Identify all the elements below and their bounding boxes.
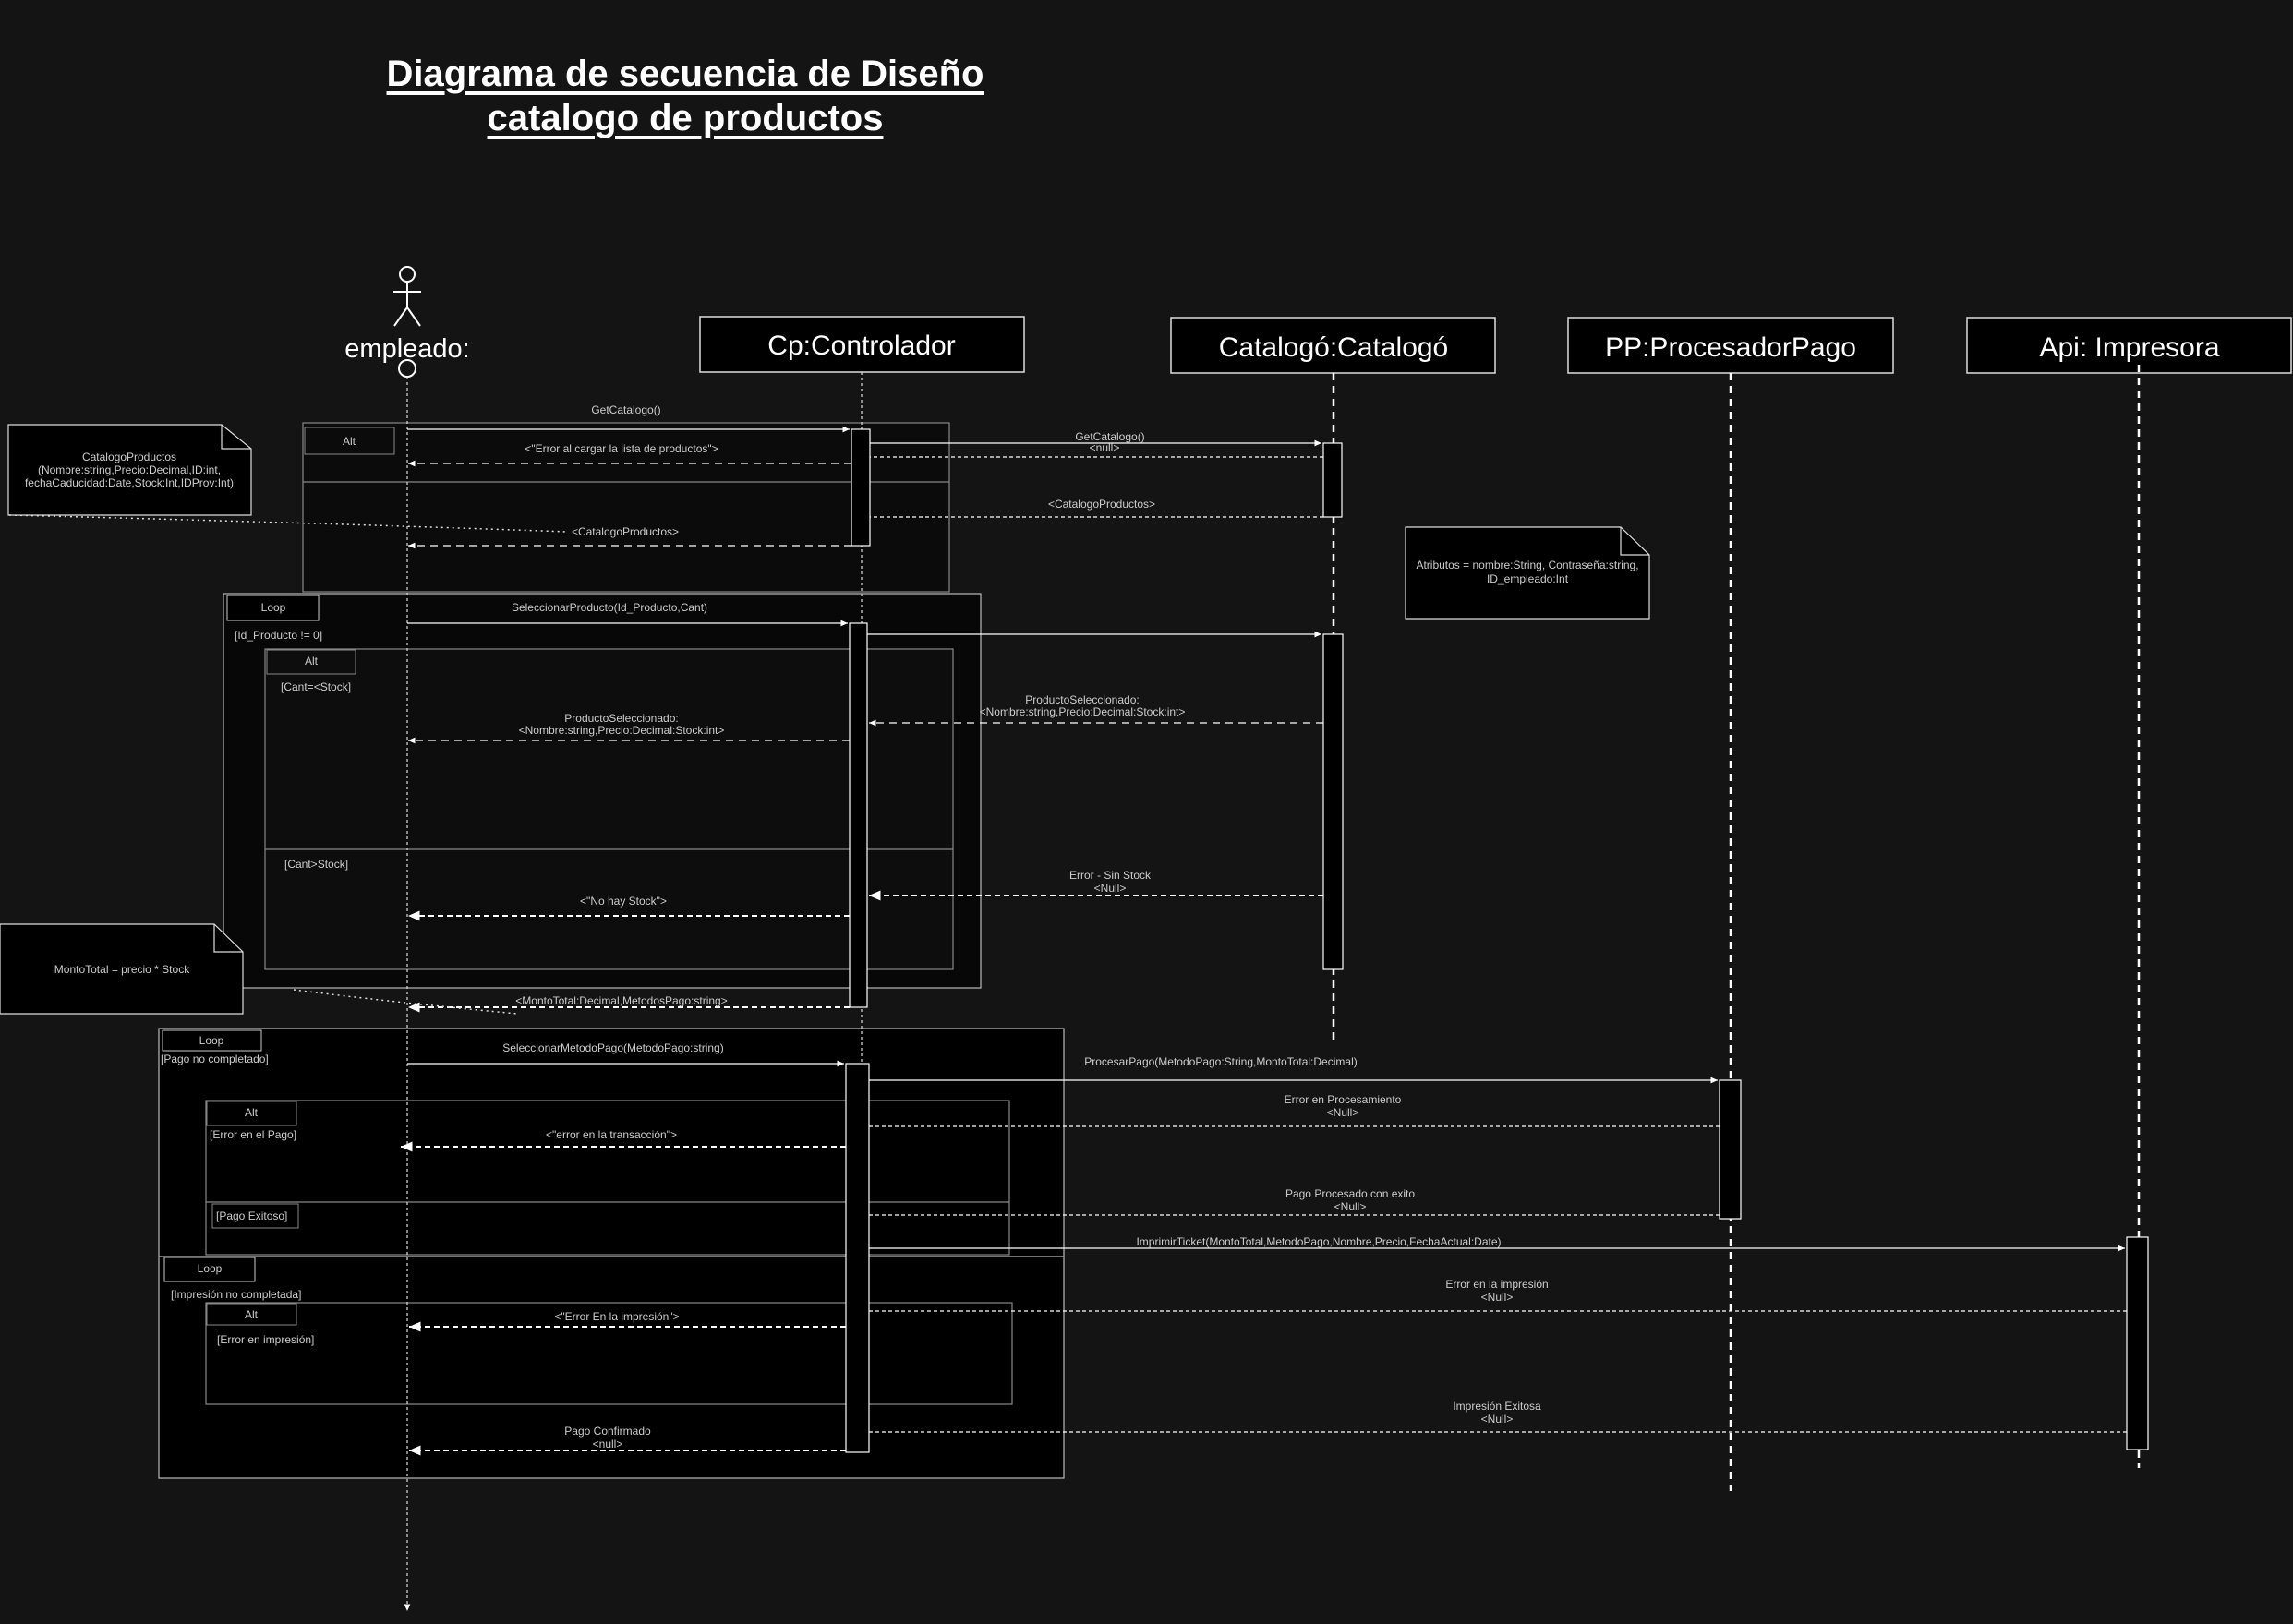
note-connector	[293, 989, 518, 1015]
message-label: ImprimirTicket(MontoTotal,MetodoPago,Nom…	[1136, 1235, 1501, 1248]
fragment-guard-alt-4: [Error en impresión]	[217, 1333, 314, 1346]
message-label: GetCatalogo()	[591, 403, 660, 416]
participant-controlador: Cp:Controlador	[699, 316, 1025, 373]
note-atributos: Atributos = nombre:String, Contraseña:st…	[1405, 526, 1650, 620]
participant-label-impresora: Api: Impresora	[2039, 332, 2219, 363]
activation-catalogo-2	[1322, 633, 1344, 970]
note-catalogo-productos: CatalogoProductos (Nombre:string,Precio:…	[7, 424, 252, 516]
note-text: fechaCaducidad:Date,Stock:Int,IDProv:Int…	[25, 476, 234, 489]
fragment-label-alt-1: Alt	[343, 435, 356, 448]
fragment-alt-pago	[205, 1100, 1010, 1256]
note-text: (Nombre:string,Precio:Decimal,ID:int,	[38, 463, 221, 476]
note-connector	[8, 514, 569, 533]
message-label: Impresión Exitosa<Null>	[1453, 1400, 1541, 1426]
fragment-label-alt-4: Alt	[245, 1308, 259, 1321]
fragment-label-loop-2: Loop	[199, 1034, 224, 1047]
message-label: ProductoSeleccionado:<Nombre:string,Prec…	[519, 712, 725, 737]
participant-catalogo: Catalogó:Catalogó	[1170, 317, 1496, 374]
note-text: ID_empleado:Int	[1487, 572, 1569, 585]
activation-controlador-2	[849, 622, 868, 1008]
fragment-guard-loop-3: [Impresión no completada]	[171, 1288, 301, 1301]
participant-procesador-pago: PP:ProcesadorPago	[1567, 317, 1894, 374]
fragment-label-alt-2: Alt	[305, 655, 319, 668]
participant-label-controlador: Cp:Controlador	[767, 331, 955, 361]
message-label: <"error en la transacción">	[546, 1128, 677, 1141]
participant-label-catalogo: Catalogó:Catalogó	[1219, 332, 1449, 363]
message-label: <"Error al cargar la lista de productos"…	[525, 442, 718, 455]
participant-label-procesador: PP:ProcesadorPago	[1605, 332, 1856, 363]
fragment-alt-impresion	[205, 1302, 1013, 1405]
fragment-guard-loop-2: [Pago no completado]	[161, 1053, 269, 1065]
message-label: <CatalogoProductos>	[1048, 498, 1155, 511]
activation-controlador-1	[851, 428, 871, 547]
note-text: MontoTotal = precio * Stock	[54, 963, 190, 976]
actor-label: empleado:	[344, 334, 469, 364]
diagram-title-line-1: Diagrama de secuencia de Diseño	[386, 54, 984, 94]
message-label: Error en la impresión<Null>	[1445, 1278, 1548, 1304]
message-label: SeleccionarMetodoPago(MetodoPago:string)	[502, 1041, 723, 1054]
activation-impresora	[2126, 1236, 2149, 1450]
message-label: Pago Confirmado<null>	[564, 1425, 651, 1450]
activation-controlador-3	[845, 1063, 870, 1453]
message-label: <CatalogoProductos>	[572, 525, 679, 538]
fragment-label-alt-3: Alt	[245, 1106, 259, 1119]
note-text: CatalogoProductos	[82, 451, 176, 463]
message-label: <MontoTotal:Decimal,MetodosPago:string>	[515, 994, 727, 1007]
note-text: Atributos = nombre:String, Contraseña:st…	[1416, 559, 1638, 571]
participant-impresora: Api: Impresora	[1966, 317, 2292, 374]
fragment-guard-alt-3b: [Pago Exitoso]	[216, 1209, 287, 1222]
activation-catalogo-1	[1322, 442, 1343, 518]
note-monto-total: MontoTotal = precio * Stock	[0, 923, 244, 1015]
message-label: ProductoSeleccionado:<Nombre:string,Prec…	[980, 693, 1186, 718]
fragment-guard-loop-1: [Id_Producto != 0]	[235, 629, 322, 642]
message-label: ProcesarPago(MetodoPago:String,MontoTota…	[1084, 1055, 1357, 1068]
fragment-guard-alt-3a: [Error en el Pago]	[210, 1128, 296, 1141]
message-label: Pago Procesado con exito<Null>	[1285, 1187, 1415, 1213]
message-label: <"No hay Stock">	[580, 895, 667, 908]
fragment-label-loop-3: Loop	[198, 1262, 223, 1275]
message-label: Error - Sin Stock<Null>	[1069, 869, 1152, 895]
diagram-title-line-2: catalogo de productos	[487, 98, 884, 138]
message-label: GetCatalogo()<null>	[1075, 430, 1144, 454]
message-label: <"Error En la impresión">	[554, 1310, 679, 1323]
activation-procesador	[1719, 1079, 1742, 1220]
fragment-label-loop-1: Loop	[261, 601, 286, 614]
fragment-guard-alt-2a: [Cant=<Stock]	[281, 680, 351, 693]
fragment-alt-catalogo	[302, 422, 950, 593]
fragment-guard-alt-2b: [Cant>Stock]	[284, 858, 348, 871]
message-label: SeleccionarProducto(Id_Producto,Cant)	[512, 601, 707, 614]
message-label: Error en Procesamiento<Null>	[1285, 1093, 1402, 1119]
